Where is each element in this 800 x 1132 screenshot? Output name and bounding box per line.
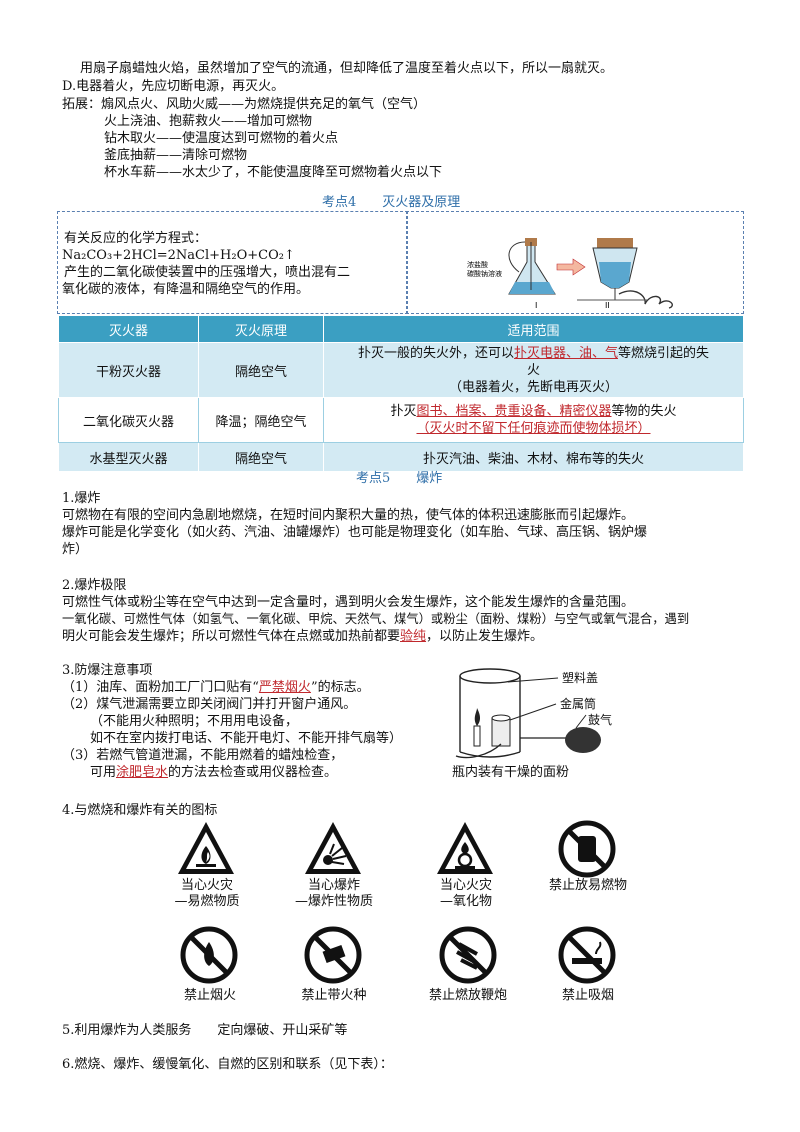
- equation-label: 有关反应的化学方程式：: [64, 231, 208, 246]
- sign-caption: 禁止带火种: [301, 988, 367, 1003]
- intro-line-7: 杯水车薪——水太少了，不能使温度降至可燃物着火点以下: [104, 165, 443, 180]
- sign-caption: 禁止吸烟: [561, 988, 614, 1003]
- para-line: （1）油库、面粉加工厂门口贴有“严禁烟火”的标志。: [62, 680, 370, 695]
- extinguisher-principle: 降温；隔绝空气: [198, 397, 324, 443]
- table-header: 灭火器: [58, 315, 199, 343]
- intro-line-6: 釜底抽薪——清除可燃物: [104, 148, 248, 163]
- heading-explosion: 1.爆炸: [62, 491, 101, 506]
- extinguisher-name: 干粉灭火器: [58, 342, 199, 398]
- para-line: 可燃性气体或粉尘等在空气中达到一定含量时，遇到明火会发生爆炸，这个能发生爆炸的含…: [62, 595, 635, 610]
- extinguisher-figure-box: 浓盐酸 碳酸钠溶液 I II: [406, 211, 744, 314]
- table-row: 干粉灭火器 隔绝空气 扑灭一般的失火外，还可以扑灭电器、油、气等燃烧引起的失 火…: [58, 342, 744, 398]
- table-header: 适用范围: [323, 315, 744, 343]
- sign-caption: 当心火灾—氧化物: [439, 878, 492, 909]
- extinguisher-name: 二氧化碳灭火器: [58, 397, 199, 443]
- equation-box: 有关反应的化学方程式： Na₂CO₃+2HCl=2NaCl+H₂O+CO₂↑ 产…: [57, 211, 408, 314]
- section-title-k5: 考点5 爆炸: [356, 471, 443, 486]
- extinguisher-scope: 扑灭汽油、柴油、木材、棉布等的失火: [323, 442, 744, 472]
- para-line: 一氧化碳、可燃性气体（如氢气、一氧化碳、甲烷、天然气、煤气）或粉尘（面粉、煤粉）…: [62, 612, 690, 626]
- fig-label-i: I: [535, 301, 537, 310]
- no-kindling-icon: [304, 926, 362, 984]
- no-fire-icon: [180, 926, 238, 984]
- equation: Na₂CO₃+2HCl=2NaCl+H₂O+CO₂↑: [62, 248, 295, 263]
- fig-label-na2co3: 碳酸钠溶液: [467, 269, 502, 278]
- intro-line-3: 拓展：煽风点火、风助火威——为燃烧提供充足的氧气（空气）: [62, 97, 427, 112]
- table-header: 灭火原理: [198, 315, 324, 343]
- sign-caption: 禁止燃放鞭炮: [428, 988, 507, 1003]
- intro-line-4: 火上浇油、抱薪救火——增加可燃物: [104, 114, 313, 129]
- no-flammables-icon: [558, 820, 616, 878]
- oxidizer-warning-icon: [437, 822, 493, 874]
- fig-label-ii: II: [605, 301, 610, 310]
- extinguisher-apparatus-figure: 浓盐酸 碳酸钠溶液 I II: [467, 238, 673, 310]
- extinguisher-scope: 扑灭图书、档案、贵重设备、精密仪器等物的失火 （灭火时不留下任何痕迹而使物体损坏…: [323, 397, 744, 443]
- extinguisher-scope: 扑灭一般的失火外，还可以扑灭电器、油、气等燃烧引起的失 火 （电器着火，先断电再…: [323, 342, 744, 398]
- explosive-warning-icon: [305, 822, 361, 874]
- fig-caption-flour: 瓶内装有干燥的面粉: [452, 765, 570, 780]
- para-line: （不能用火种照明；不用用电设备，: [90, 714, 299, 729]
- fig-caption-lid: 塑料盖: [562, 671, 599, 685]
- flammable-warning-icon: [178, 822, 234, 874]
- fig-caption-blow: 鼓气: [588, 713, 613, 727]
- equation-desc-1: 产生的二氧化碳使装置中的压强增大，喷出混有二: [64, 265, 351, 280]
- heading-precautions: 3.防爆注意事项: [62, 663, 153, 678]
- fig-caption-can: 金属筒: [560, 697, 597, 711]
- intro-line-1: 用扇子扇蜡烛火焰，虽然增加了空气的流通，但却降低了温度至着火点以下，所以一扇就灭…: [80, 61, 614, 76]
- para-line: 爆炸可能是化学变化（如火药、汽油、油罐爆炸）也可能是物理变化（如车胎、气球、高压…: [62, 525, 648, 540]
- sign-caption: 禁止烟火: [183, 988, 236, 1003]
- para-line: （3）若燃气管道泄漏，不能用燃着的蜡烛检查，: [62, 748, 344, 763]
- no-firecrackers-icon: [439, 926, 497, 984]
- sign-caption: 禁止放易燃物: [548, 878, 627, 893]
- no-smoking-icon: [558, 926, 616, 984]
- heading-uses: 5.利用爆炸为人类服务 定向爆破、开山采矿等: [62, 1023, 348, 1038]
- extinguisher-table: 灭火器 灭火原理 适用范围 干粉灭火器 隔绝空气 扑灭一般的失火外，还可以扑灭电…: [58, 315, 744, 472]
- para-line: 可用涂肥皂水的方法去检查或用仪器检查。: [90, 765, 338, 780]
- section-title-k4: 考点4 灭火器及原理: [322, 195, 461, 210]
- extinguisher-principle: 隔绝空气: [198, 442, 324, 472]
- heading-explosion-limit: 2.爆炸极限: [62, 578, 127, 593]
- table-row: 水基型灭火器 隔绝空气 扑灭汽油、柴油、木材、棉布等的失火: [58, 442, 744, 472]
- table-row: 二氧化碳灭火器 降温；隔绝空气 扑灭图书、档案、贵重设备、精密仪器等物的失火 （…: [58, 397, 744, 443]
- extinguisher-name: 水基型灭火器: [58, 442, 199, 472]
- intro-line-5: 钻木取火——使温度达到可燃物的着火点: [104, 131, 339, 146]
- para-line: （2）煤气泄漏需要立即关闭阀门并打开窗户通风。: [62, 697, 357, 712]
- dust-explosion-figure: [455, 668, 601, 759]
- para-line: 可燃物在有限的空间内急剧地燃烧，在短时间内聚积大量的热，使气体的体积迅速膨胀而引…: [62, 508, 635, 523]
- sign-caption: 当心火灾—易燃物质: [174, 878, 240, 909]
- heading-comparison: 6.燃烧、爆炸、缓慢氧化、自燃的区别和联系（见下表）：: [62, 1057, 393, 1072]
- para-line: 如不在室内拨打电话、不能开电灯、不能开排气扇等）: [90, 731, 403, 746]
- para-line: 明火可能会发生爆炸；所以可燃性气体在点燃或加热前都要验纯，以防止发生爆炸。: [62, 629, 544, 644]
- intro-line-2: D.电器着火，先应切断电源，再灭火。: [62, 79, 285, 94]
- para-line: 炸）: [62, 542, 89, 557]
- heading-signs: 4.与燃烧和爆炸有关的图标: [62, 803, 218, 818]
- equation-desc-2: 氧化碳的液体，有降温和隔绝空气的作用。: [62, 282, 310, 297]
- extinguisher-principle: 隔绝空气: [198, 342, 324, 398]
- sign-caption: 当心爆炸—爆炸性物质: [294, 878, 373, 909]
- fig-label-hcl: 浓盐酸: [467, 260, 488, 269]
